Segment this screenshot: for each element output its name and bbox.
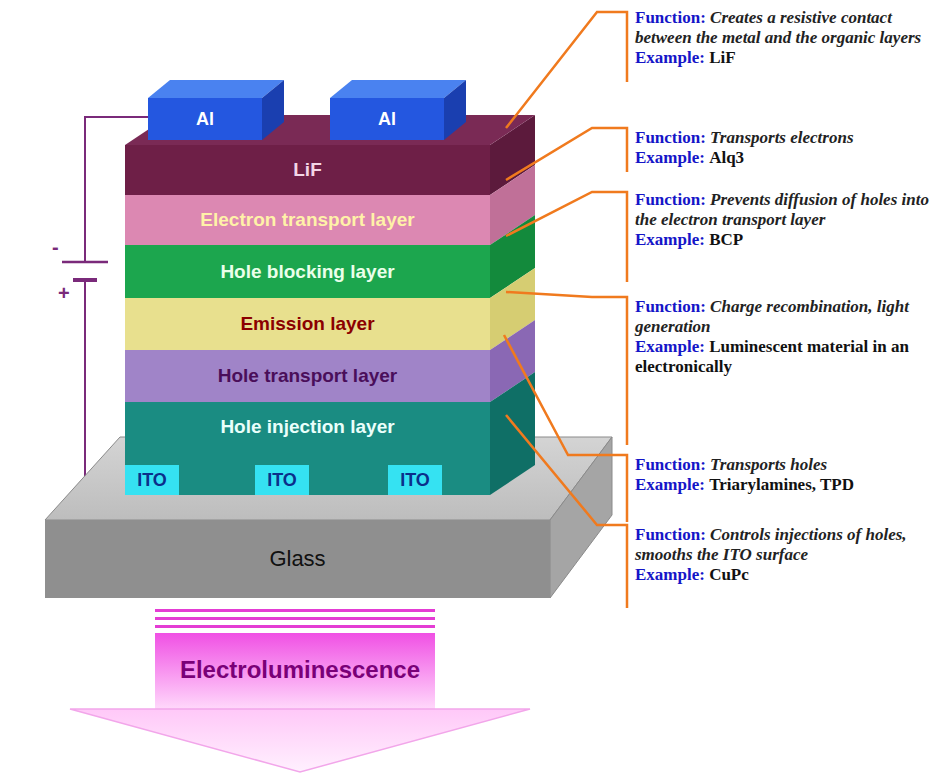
node-label: Hole blocking layer <box>220 261 394 283</box>
node-label: Al <box>196 109 214 130</box>
callout-text: Function: Transports holesExample: Triar… <box>635 455 935 495</box>
layer-band: LiF <box>125 145 490 195</box>
node-label: LiF <box>293 159 322 181</box>
polarity-sign: - <box>52 236 59 259</box>
node-label: ITO <box>267 470 297 491</box>
glow-band <box>155 609 435 612</box>
function-line: Function: Controls injections of holes, … <box>635 525 935 565</box>
field-value: Alq3 <box>709 148 744 167</box>
callout-text: Function: Controls injections of holes, … <box>635 525 935 585</box>
callout-text: Function: Charge recombination, light ge… <box>635 297 935 377</box>
node-label: Electron transport layer <box>200 209 414 231</box>
node-label: Electroluminescence <box>180 656 420 684</box>
node-label: Al <box>378 109 396 130</box>
field-name: Function: <box>635 455 706 474</box>
function-line: Function: Creates a resistive contact be… <box>635 8 935 48</box>
electrode-block: Al <box>330 98 444 140</box>
leader-line <box>506 192 627 282</box>
node-label: Hole transport layer <box>218 365 398 387</box>
substrate-block: Glass <box>45 520 550 598</box>
callout-text: Function: Prevents diffusion of holes in… <box>635 190 935 250</box>
battery-plate <box>62 261 108 264</box>
leader-line <box>506 12 627 128</box>
emission-arrow: Electroluminescence <box>65 606 535 774</box>
arrow-shaft <box>155 633 435 709</box>
glass-side-face <box>550 437 612 598</box>
node-label: ITO <box>400 470 430 491</box>
function-line: Function: Charge recombination, light ge… <box>635 297 935 337</box>
al-side-face <box>444 80 466 140</box>
polarity-sign: + <box>58 282 70 305</box>
example-line: Example: CuPc <box>635 565 935 585</box>
function-line: Function: Transports holes <box>635 455 935 475</box>
field-value: Transports holes <box>710 455 827 474</box>
battery-plate <box>73 278 97 282</box>
field-value: CuPc <box>709 565 749 584</box>
function-line: Function: Prevents diffusion of holes in… <box>635 190 935 230</box>
al-side-face <box>262 80 284 140</box>
al-top-face <box>148 80 284 98</box>
callout-text: Function: Creates a resistive contact be… <box>635 8 935 68</box>
field-name: Function: <box>635 525 706 544</box>
field-value: LiF <box>709 48 735 67</box>
field-value: BCP <box>709 230 743 249</box>
field-name: Example: <box>635 475 705 494</box>
layer-band: Emission layer <box>125 298 490 350</box>
example-line: Example: Luminescent material in an elec… <box>635 337 935 377</box>
arrow-shape <box>65 606 535 774</box>
electrode-pad: ITO <box>388 465 442 495</box>
leader-line <box>506 292 627 445</box>
layer-band: Hole blocking layer <box>125 245 490 298</box>
example-line: Example: BCP <box>635 230 935 250</box>
leader-line <box>506 128 627 180</box>
layer-band: Hole injection layerITO ITO ITO <box>125 402 490 495</box>
example-line: Example: Alq3 <box>635 148 935 168</box>
example-line: Example: Triarylamines, TPD <box>635 475 935 495</box>
node-label: Emission layer <box>240 313 374 335</box>
hil-side-face <box>490 372 535 495</box>
node-label: Glass <box>269 546 325 572</box>
field-name: Function: <box>635 8 706 27</box>
field-name: Function: <box>635 190 706 209</box>
field-name: Example: <box>635 48 705 67</box>
example-line: Example: LiF <box>635 48 935 68</box>
electrode-pad: ITO <box>125 465 179 495</box>
glow-band <box>155 617 435 620</box>
electrode-pad: ITO <box>255 465 309 495</box>
field-name: Function: <box>635 128 706 147</box>
field-name: Example: <box>635 337 705 356</box>
function-line: Function: Transports electrons <box>635 128 935 148</box>
field-name: Function: <box>635 297 706 316</box>
layer-band: Electron transport layer <box>125 195 490 245</box>
field-name: Example: <box>635 148 705 167</box>
arrow-head <box>70 709 530 772</box>
field-value: Transports electrons <box>710 128 853 147</box>
node-label: ITO <box>137 470 167 491</box>
node-label: Hole injection layer <box>220 416 394 438</box>
field-name: Example: <box>635 230 705 249</box>
field-value: Triarylamines, TPD <box>709 475 854 494</box>
al-top-face <box>330 80 466 98</box>
callout-text: Function: Transports electronsExample: A… <box>635 128 935 168</box>
field-name: Example: <box>635 565 705 584</box>
glow-band <box>155 625 435 628</box>
leader-line <box>504 335 627 522</box>
layer-band: Hole transport layer <box>125 350 490 402</box>
electrode-block: Al <box>148 98 262 140</box>
